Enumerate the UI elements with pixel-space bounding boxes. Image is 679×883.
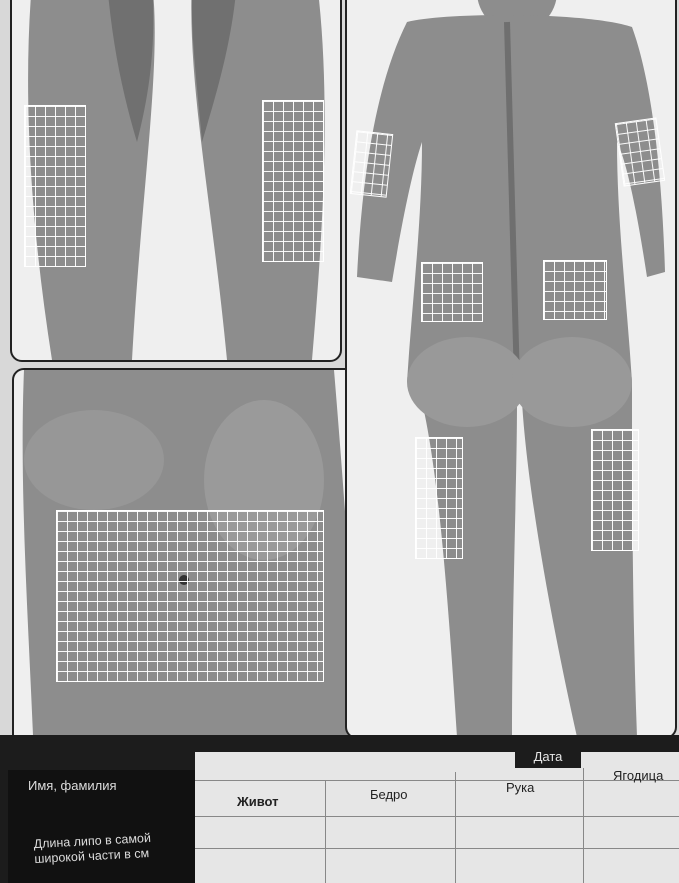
col-header-abdomen: Живот	[237, 794, 279, 809]
abdomen-grid	[56, 510, 324, 682]
table-row-divider-2	[195, 848, 679, 849]
table-col-divider-2	[455, 772, 456, 883]
table-col-divider-1	[325, 780, 326, 883]
table-row-divider-1	[195, 816, 679, 817]
right-buttock-thigh-grid	[591, 429, 639, 551]
table-header-divider	[195, 780, 679, 781]
thighs-panel	[10, 0, 342, 362]
table-col-divider-3	[583, 768, 584, 883]
left-thigh-grid	[24, 105, 86, 267]
name-label: Имя, фамилия	[28, 778, 117, 793]
col-header-buttock: Ягодица	[613, 768, 663, 783]
abdomen-panel	[12, 368, 362, 762]
length-label: Длина липо в самой широкой части в см	[33, 831, 152, 867]
col-header-thigh: Бедро	[370, 787, 408, 802]
measurement-table	[195, 752, 679, 883]
right-arm-grid	[615, 117, 665, 186]
back-body-illustration	[347, 0, 675, 737]
left-arm-grid	[350, 130, 393, 198]
date-header-tab: Дата	[515, 744, 581, 768]
left-buttock-thigh-grid	[415, 437, 463, 559]
back-body-panel	[345, 0, 677, 739]
right-flank-grid	[543, 260, 607, 320]
left-flank-grid	[421, 262, 483, 322]
right-thigh-grid	[262, 100, 324, 262]
col-header-arm: Рука	[506, 780, 534, 795]
